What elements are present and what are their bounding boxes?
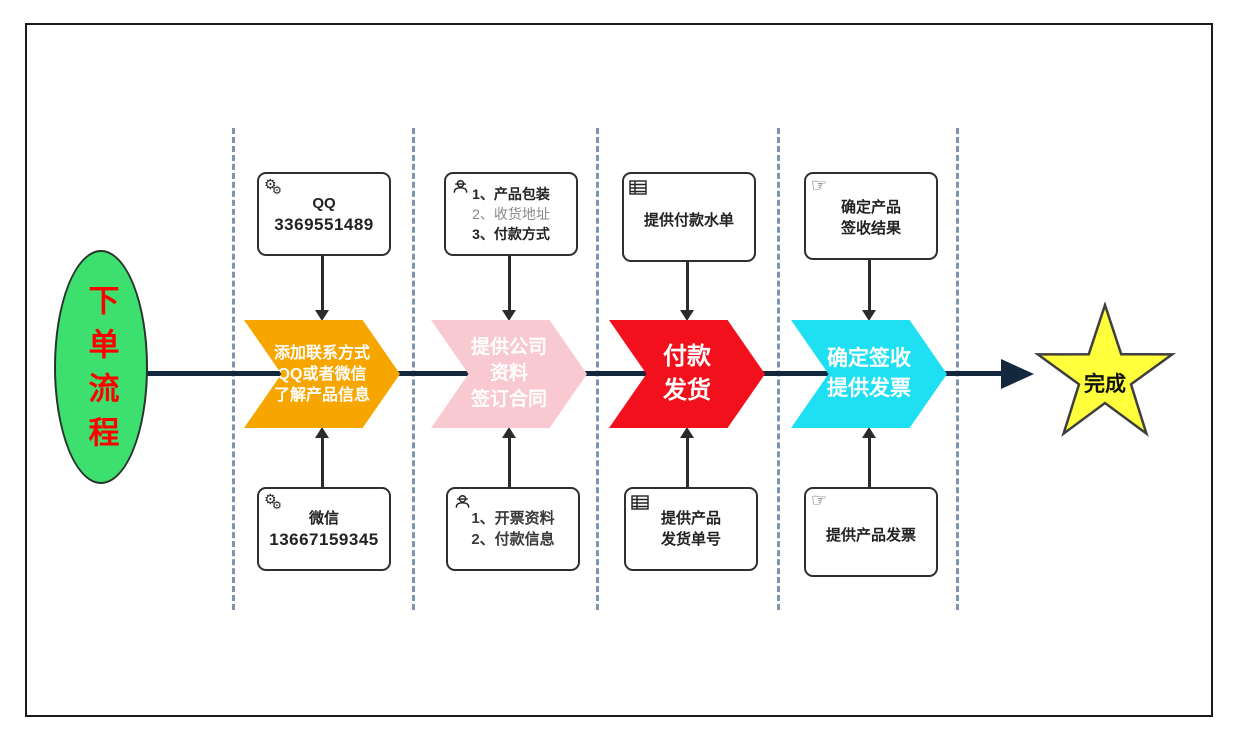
lane-divider <box>956 128 959 610</box>
connector-line <box>321 438 324 487</box>
step-label-line: 提供发票 <box>827 377 911 400</box>
step-label-line: 确定签收 <box>827 347 911 370</box>
star-icon <box>1033 301 1177 437</box>
lane-divider <box>777 128 780 610</box>
arrow-down-icon <box>315 310 329 321</box>
pointing-hand-icon: ☞ <box>811 490 828 510</box>
finish-node-label: 完成 <box>1084 373 1126 396</box>
worker-icon <box>453 491 472 510</box>
start-node[interactable]: 下单流程 <box>54 250 148 484</box>
note-line: 提供产品 <box>660 510 721 527</box>
note-line: 提供付款水单 <box>643 211 734 229</box>
connector-line <box>321 254 324 311</box>
finish-node[interactable] <box>1032 301 1178 444</box>
note-line: 3、付款方式 <box>472 226 550 242</box>
step-label-line: QQ或者微信 <box>277 365 367 383</box>
step-label-line: 资料 <box>489 363 528 384</box>
note-line: 2、付款信息 <box>471 531 555 548</box>
gears-icon: ⚙⚙ <box>264 491 282 512</box>
note-line: 3369551489 <box>274 215 374 234</box>
step-label-line: 签订合同 <box>470 389 547 410</box>
pointing-hand-icon: ☞ <box>811 175 828 195</box>
connector-line <box>508 438 511 487</box>
note-line: 发货单号 <box>660 531 721 548</box>
note-box-shipping-number[interactable]: 提供产品 发货单号 <box>624 487 758 571</box>
step-3-chevron[interactable]: 付款 发货 <box>609 320 765 428</box>
step-label-line: 付款 <box>663 343 711 370</box>
connector-line <box>868 438 871 487</box>
step-label-line: 添加联系方式 <box>273 344 370 362</box>
arrow-up-icon <box>315 427 329 438</box>
note-box-billing-info[interactable]: 1、开票资料 2、付款信息 <box>446 487 580 571</box>
step-label-line: 发货 <box>663 377 711 404</box>
table-icon <box>629 180 647 195</box>
arrow-up-icon <box>680 427 694 438</box>
note-line: QQ <box>312 195 336 212</box>
note-line: 签收结果 <box>840 220 901 237</box>
note-line: 微信 <box>308 510 339 527</box>
connector-line <box>508 254 511 311</box>
arrow-up-icon <box>862 427 876 438</box>
step-label-line: 了解产品信息 <box>273 386 370 404</box>
arrow-down-icon <box>862 310 876 321</box>
note-line: 确定产品 <box>840 199 901 216</box>
lane-divider <box>232 128 235 610</box>
note-box-qq[interactable]: ⚙⚙ QQ 3369551489 <box>257 172 391 256</box>
note-box-invoice[interactable]: ☞ 提供产品发票 <box>804 487 938 577</box>
note-line: 13667159345 <box>269 530 379 549</box>
note-box-order-info[interactable]: 1、产品包装 2、收货地址 3、付款方式 <box>444 172 578 256</box>
arrow-up-icon <box>502 427 516 438</box>
worker-icon <box>451 176 470 195</box>
arrow-down-icon <box>502 310 516 321</box>
gears-icon: ⚙⚙ <box>264 176 282 197</box>
note-line: 1、产品包装 <box>472 186 550 202</box>
connector-line <box>686 254 689 311</box>
start-node-label: 下单流程 <box>83 284 119 460</box>
main-flow-arrowhead-icon <box>1001 359 1034 389</box>
note-box-payment-slip[interactable]: 提供付款水单 <box>622 172 756 262</box>
note-line: 2、收货地址 <box>472 206 550 222</box>
lane-divider <box>596 128 599 610</box>
note-box-receipt-result[interactable]: ☞ 确定产品 签收结果 <box>804 172 938 260</box>
note-line: 1、开票资料 <box>471 510 555 527</box>
step-label-line: 提供公司 <box>470 337 547 358</box>
note-box-wechat[interactable]: ⚙⚙ 微信 13667159345 <box>257 487 391 571</box>
note-line: 提供产品发票 <box>825 526 916 544</box>
arrow-down-icon <box>680 310 694 321</box>
table-icon <box>631 495 649 510</box>
connector-line <box>686 438 689 487</box>
connector-line <box>868 254 871 311</box>
lane-divider <box>412 128 415 610</box>
